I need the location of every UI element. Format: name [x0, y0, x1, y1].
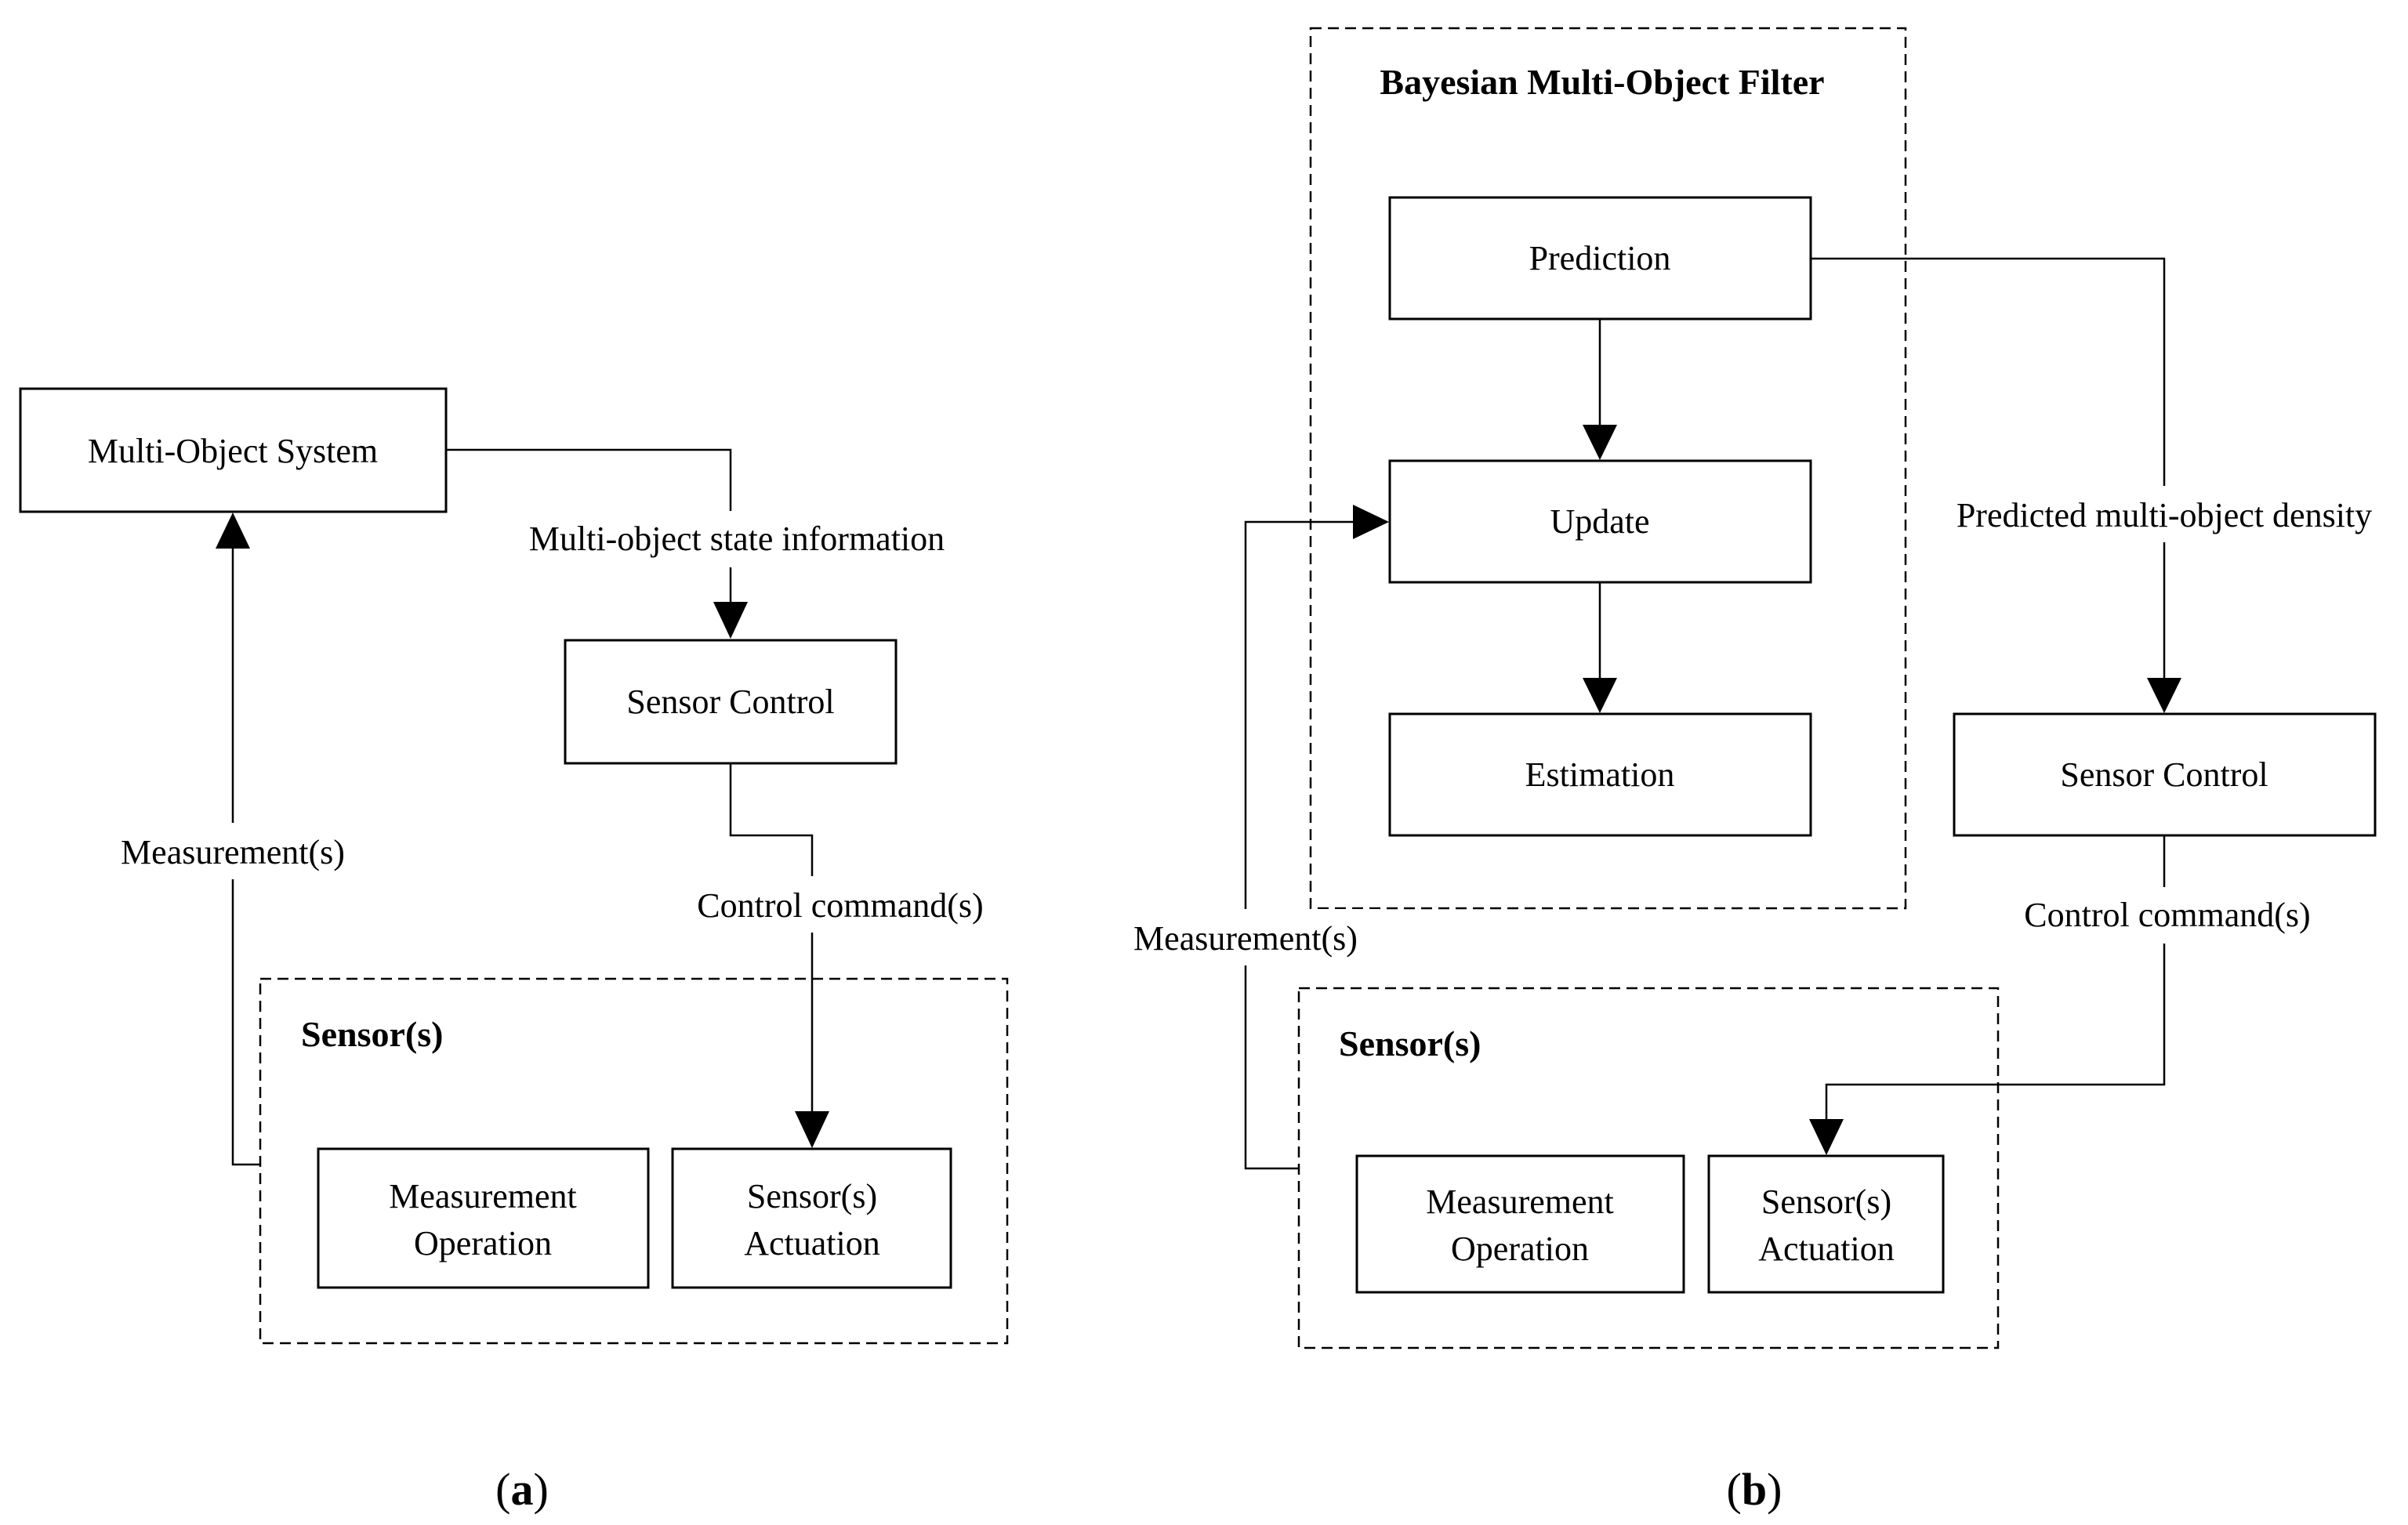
estimation-box — [1388, 712, 1812, 837]
sensors-group-a-title: Sensor(s) — [301, 1014, 443, 1054]
arrowhead-to-update-from-measurements — [1353, 505, 1389, 539]
control-commands-label-a: Control command(s) — [697, 886, 983, 925]
caption-b: (b) — [1727, 1464, 1782, 1515]
measurements-label-a: Measurement(s) — [121, 833, 345, 871]
control-command-connector-b — [1825, 944, 2166, 1119]
measurement-connector-b — [1244, 965, 1299, 1170]
measurement-operation-box-a — [317, 1147, 650, 1289]
prediction-label: Prediction — [1529, 239, 1671, 277]
arrowhead-to-sensor-actuation-a — [795, 1111, 829, 1148]
estimation-label: Estimation — [1525, 755, 1675, 794]
caption-a: (a) — [495, 1464, 549, 1515]
control-commands-label-b: Control command(s) — [2024, 896, 2310, 934]
arrowhead-to-estimation — [1583, 678, 1617, 713]
measurement-operation-box-b — [1355, 1154, 1685, 1294]
arrowhead-to-sensor-control-b — [2147, 678, 2181, 713]
measurements-label-b: Measurement(s) — [1133, 919, 1358, 958]
arrowhead-to-sensor-control-a — [713, 602, 748, 639]
state-info-label: Multi-object state information — [529, 520, 945, 558]
measurement-operation-label-b-line2: Operation — [1451, 1230, 1589, 1268]
panel-a: Sensor(s) Multi-Object System Sensor Con… — [19, 387, 1011, 1515]
multi-object-system-box — [19, 387, 448, 513]
sensor-actuation-label-a: Sensor(s) — [747, 1177, 877, 1215]
caption-b-letter: b — [1742, 1464, 1767, 1515]
update-box — [1388, 459, 1812, 584]
sensor-actuation-label-b: Sensor(s) — [1761, 1183, 1891, 1221]
measurement-operation-label-b: Measurement — [1426, 1183, 1613, 1221]
predicted-density-label: Predicted multi-object density — [1956, 496, 2372, 534]
bayesian-filter-group — [1309, 27, 1907, 910]
bayesian-filter-title: Bayesian Multi-Object Filter — [1380, 62, 1824, 102]
measurement-connector-a — [231, 879, 260, 1166]
arrowhead-to-multi-object-system — [216, 513, 250, 549]
sensors-group-b-title: Sensor(s) — [1339, 1023, 1481, 1063]
sensor-actuation-label-b-line2: Actuation — [1758, 1230, 1895, 1268]
sensor-control-label-a: Sensor Control — [626, 683, 834, 721]
state-info-connector — [446, 448, 732, 517]
sensors-group-a — [259, 977, 1009, 1345]
prediction-box — [1388, 196, 1812, 321]
sensor-actuation-box-b — [1707, 1154, 1945, 1294]
arrowhead-to-update — [1583, 425, 1617, 460]
predicted-density-connector — [1811, 257, 2166, 486]
sensor-control-box-a — [564, 639, 898, 765]
arrowhead-to-sensor-actuation-b — [1809, 1119, 1844, 1155]
sensor-actuation-label-a-line2: Actuation — [744, 1224, 880, 1262]
panel-b: Bayesian Multi-Object Filter Sensor(s) P… — [1113, 27, 2408, 1515]
update-label: Update — [1550, 502, 1649, 541]
sensor-control-box-b — [1953, 712, 2377, 837]
measurement-operation-label-a: Measurement — [389, 1177, 576, 1215]
control-command-connector-a — [729, 763, 814, 876]
caption-a-letter: a — [511, 1464, 534, 1515]
multi-object-system-label: Multi-Object System — [88, 432, 378, 470]
sensor-actuation-box-a — [671, 1147, 952, 1289]
measurement-connector-b-upper — [1244, 520, 1353, 909]
measurement-operation-label-a-line2: Operation — [414, 1224, 552, 1262]
sensor-control-label-b: Sensor Control — [2060, 755, 2268, 794]
